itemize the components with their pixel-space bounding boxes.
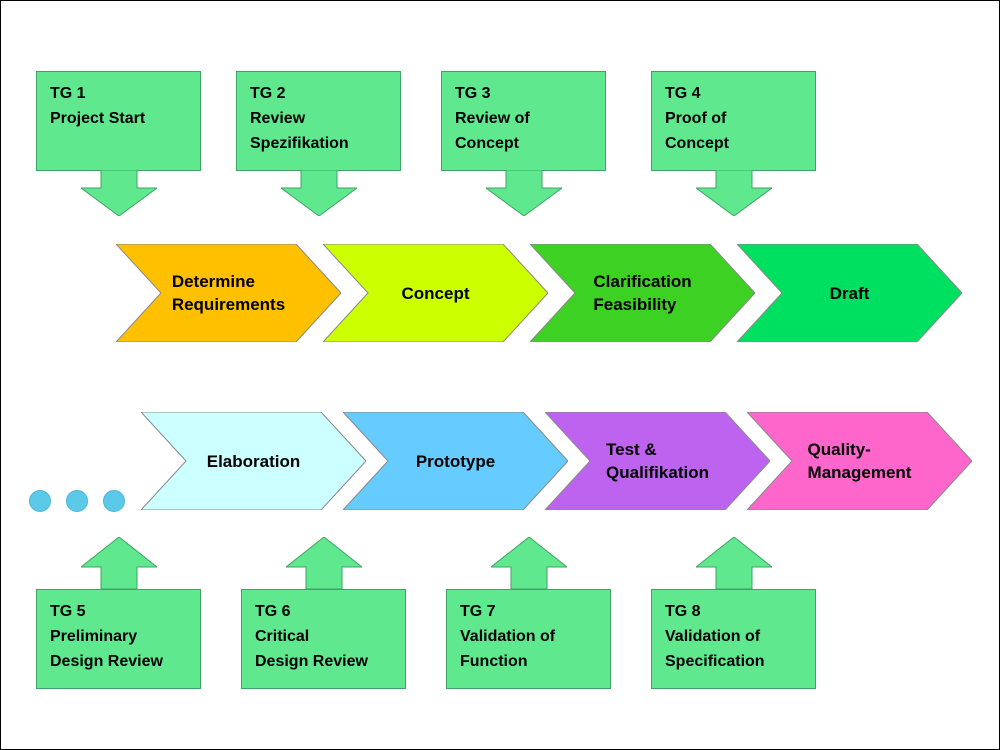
- gate-box-tg5: TG 5 Preliminary Design Review: [36, 589, 201, 689]
- arrow-up-shape: [286, 537, 362, 589]
- phase-label-wrap: Test & Qualifikation: [545, 412, 770, 510]
- phase-label-wrap: Draft: [737, 244, 962, 342]
- ellipsis-dot-2: [66, 490, 88, 512]
- arrow-up-polygon: [696, 537, 772, 589]
- phase-label: Determine Requirements: [171, 272, 286, 314]
- phase-label-wrap: Clarification Feasibility: [530, 244, 755, 342]
- arrow-down-icon-4: [696, 170, 772, 216]
- gate-label-tg8: TG 8 Validation of Specification: [665, 603, 765, 670]
- phase-label: Elaboration: [206, 451, 301, 471]
- arrow-up-shape: [81, 537, 157, 589]
- phase-chevron-determine-requirements: Determine Requirements: [116, 244, 341, 342]
- chevron-polygon: [116, 244, 341, 342]
- gate-box-tg1: TG 1 Project Start: [36, 71, 201, 171]
- phase-chevron-draft: Draft: [737, 244, 962, 342]
- arrow-up-shape: [696, 537, 772, 589]
- arrow-up-polygon: [286, 537, 362, 589]
- gate-box-tg6: TG 6 Critical Design Review: [241, 589, 406, 689]
- chevron-polygon: [747, 412, 972, 510]
- gate-label-tg3: TG 3 Review of Concept: [455, 85, 530, 152]
- chevron-shape: [141, 412, 366, 510]
- phase-label: Concept: [401, 283, 470, 303]
- arrow-up-polygon: [81, 537, 157, 589]
- phase-chevron-concept: Concept: [323, 244, 548, 342]
- chevron-shape: [530, 244, 755, 342]
- phase-label: Draft: [829, 283, 870, 303]
- phase-chevron-prototype: Prototype: [343, 412, 568, 510]
- phase-label-wrap: Concept: [323, 244, 548, 342]
- arrow-down-polygon: [696, 170, 772, 216]
- chevron-polygon: [737, 244, 962, 342]
- gate-box-tg3: TG 3 Review of Concept: [441, 71, 606, 171]
- chevron-polygon: [530, 244, 755, 342]
- phase-label: Prototype: [415, 451, 496, 471]
- arrow-down-icon-3: [486, 170, 562, 216]
- chevron-shape: [323, 244, 548, 342]
- gate-label-tg6: TG 6 Critical Design Review: [255, 603, 368, 670]
- phase-label: Test & Qualifikation: [606, 440, 709, 482]
- arrow-up-shape: [491, 537, 567, 589]
- phase-chevron-elaboration: Elaboration: [141, 412, 366, 510]
- phase-chevron-quality-management: Quality- Management: [747, 412, 972, 510]
- gate-label-tg7: TG 7 Validation of Function: [460, 603, 556, 670]
- arrow-down-polygon: [81, 170, 157, 216]
- phase-label-wrap: Determine Requirements: [116, 244, 341, 342]
- gate-box-tg8: TG 8 Validation of Specification: [651, 589, 816, 689]
- phase-label: Quality- Management: [807, 440, 912, 482]
- arrow-down-shape: [281, 170, 357, 216]
- ellipsis-dot-1: [29, 490, 51, 512]
- chevron-polygon: [141, 412, 366, 510]
- arrow-down-shape: [486, 170, 562, 216]
- ellipsis-dot-3: [103, 490, 125, 512]
- chevron-shape: [343, 412, 568, 510]
- arrow-up-polygon: [491, 537, 567, 589]
- phase-chevron-clarification-feasibility: Clarification Feasibility: [530, 244, 755, 342]
- arrow-up-icon-6: [286, 537, 362, 589]
- gate-label-tg5: TG 5 Preliminary Design Review: [50, 603, 163, 670]
- arrow-up-icon-8: [696, 537, 772, 589]
- gate-label-tg4: TG 4 Proof of Concept: [665, 85, 729, 152]
- chevron-shape: [737, 244, 962, 342]
- arrow-up-icon-7: [491, 537, 567, 589]
- arrow-down-shape: [696, 170, 772, 216]
- chevron-polygon: [343, 412, 568, 510]
- chevron-polygon: [545, 412, 770, 510]
- arrow-up-icon-5: [81, 537, 157, 589]
- arrow-down-polygon: [281, 170, 357, 216]
- gate-box-tg4: TG 4 Proof of Concept: [651, 71, 816, 171]
- gate-box-tg7: TG 7 Validation of Function: [446, 589, 611, 689]
- phase-chevron-test-qualifikation: Test & Qualifikation: [545, 412, 770, 510]
- chevron-polygon: [323, 244, 548, 342]
- arrow-down-icon-2: [281, 170, 357, 216]
- phase-label: Clarification Feasibility: [593, 272, 692, 314]
- arrow-down-shape: [81, 170, 157, 216]
- arrow-down-polygon: [486, 170, 562, 216]
- phase-label-wrap: Prototype: [343, 412, 568, 510]
- gate-box-tg2: TG 2 Review Spezifikation: [236, 71, 401, 171]
- phase-label-wrap: Quality- Management: [747, 412, 972, 510]
- gate-label-tg2: TG 2 Review Spezifikation: [250, 85, 349, 152]
- chevron-shape: [747, 412, 972, 510]
- arrow-down-icon-1: [81, 170, 157, 216]
- chevron-shape: [116, 244, 341, 342]
- phase-label-wrap: Elaboration: [141, 412, 366, 510]
- chevron-shape: [545, 412, 770, 510]
- gate-label-tg1: TG 1 Project Start: [50, 85, 146, 127]
